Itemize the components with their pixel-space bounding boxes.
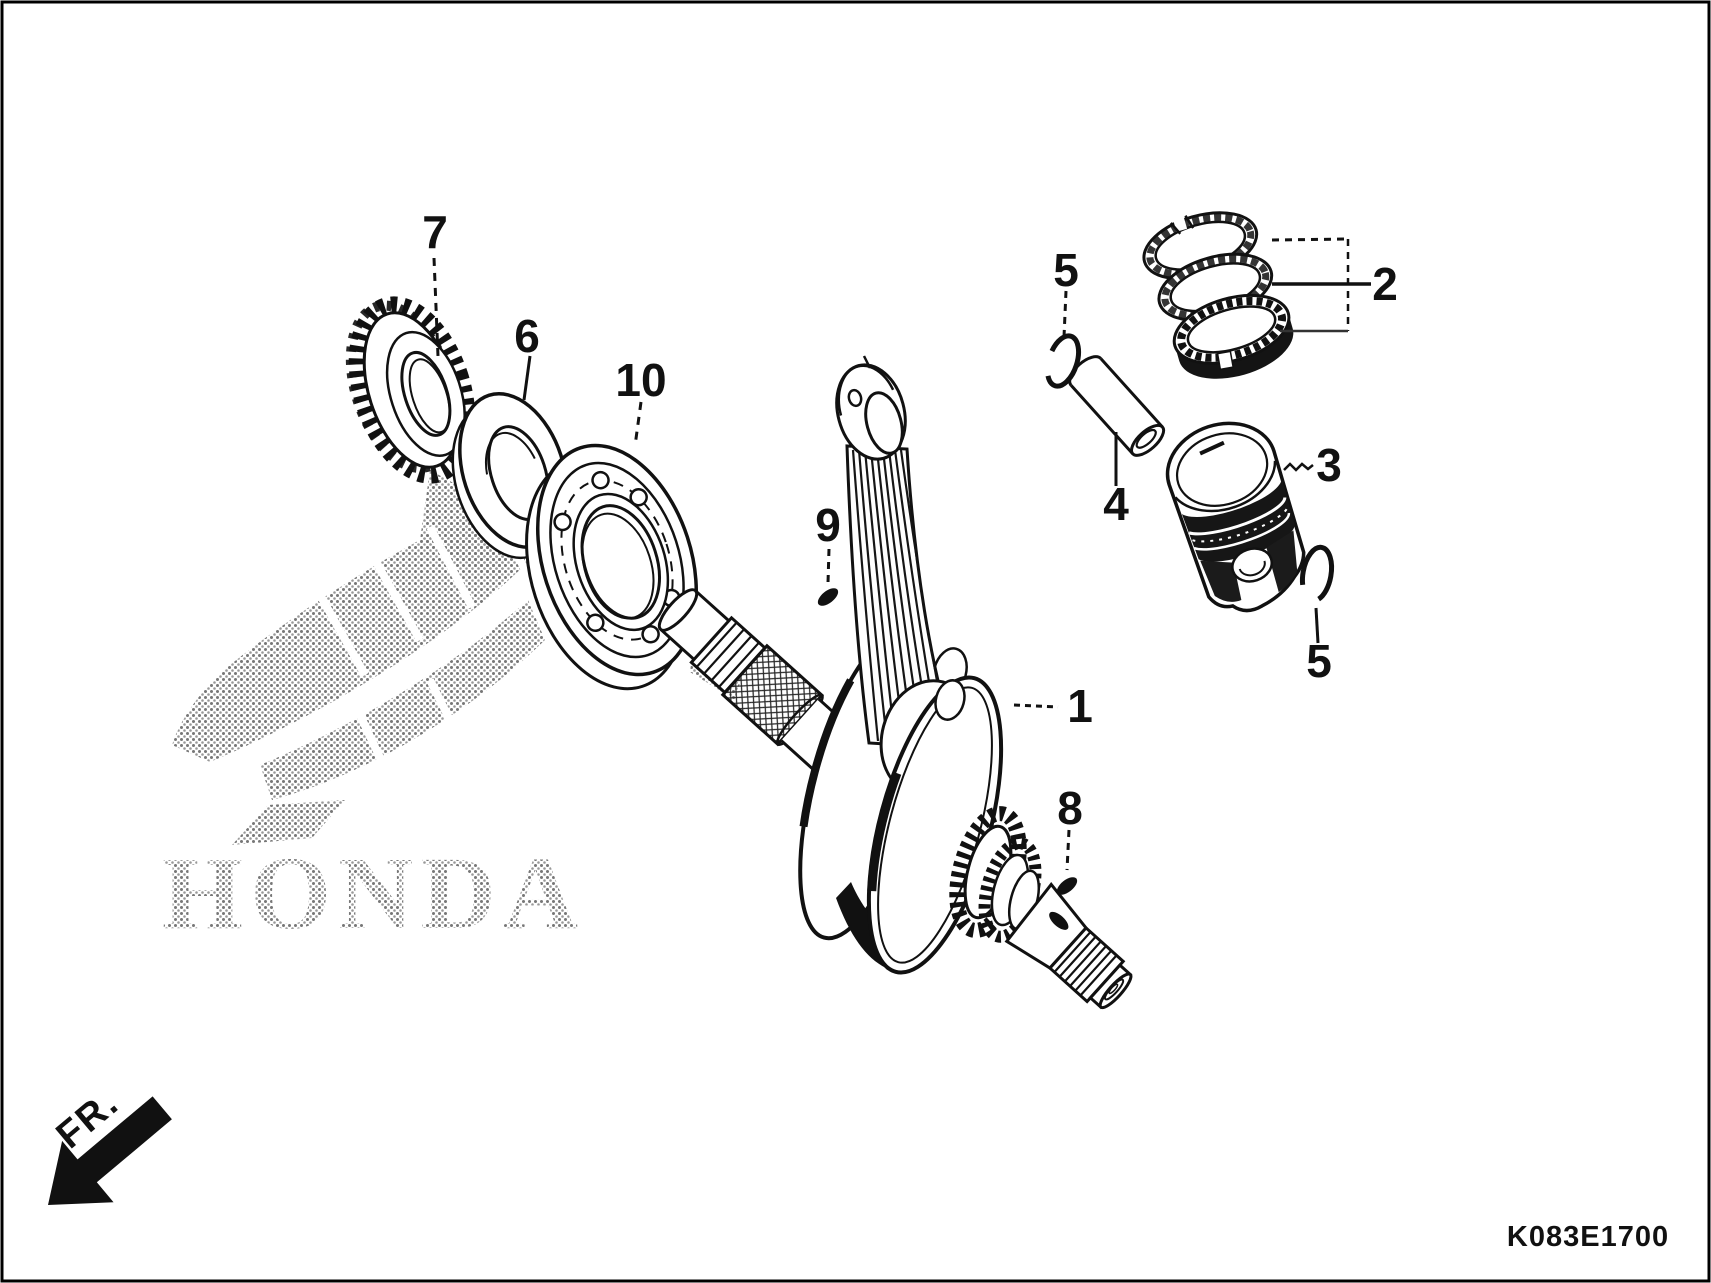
shaft-collar-ribs (696, 622, 760, 688)
piston-crown (1175, 432, 1269, 507)
callout-labels: 7 6 10 9 1 8 5 4 2 3 5 (422, 206, 1398, 834)
circlip-lower (1299, 544, 1335, 604)
web-pin-boss (934, 679, 966, 721)
callout-10: 10 (615, 354, 666, 406)
callout-5-lower: 5 (1306, 635, 1332, 687)
diagram-code: K083E1700 (1507, 1221, 1669, 1253)
bearing-cage (560, 479, 674, 641)
leader-5-lower (1314, 607, 1320, 644)
crank-right-shaft (949, 806, 1133, 1010)
keyway-slot (1049, 911, 1069, 930)
piston-drawing (1165, 421, 1306, 613)
piston-ring-set-drawing (1142, 211, 1294, 379)
crankshaft-webs-and-rod (796, 355, 1004, 976)
front-arrow-icon (48, 1096, 172, 1205)
circlip-upper (1044, 333, 1082, 389)
callout-3: 3 (1316, 439, 1342, 491)
leader-7 (432, 257, 440, 357)
callout-8: 8 (1057, 782, 1083, 834)
leader-8 (1065, 829, 1071, 871)
wing-band-lower (260, 600, 545, 800)
callout-4: 4 (1103, 478, 1129, 530)
gear-teeth (348, 296, 476, 484)
callout-1: 1 (1067, 680, 1093, 732)
leader-10 (633, 401, 643, 447)
bearing-drawing (525, 443, 699, 691)
callout-7: 7 (422, 206, 448, 258)
pin-bore (1135, 428, 1157, 449)
callout-6: 6 (514, 310, 540, 362)
leader-6 (522, 355, 532, 401)
leader-lines (432, 237, 1371, 871)
ring-grooves (1181, 477, 1295, 562)
rod-oil-hole (847, 388, 863, 408)
shaft-tip (657, 588, 699, 632)
rod-small-end-bore (864, 391, 904, 455)
honda-watermark-text: HONDA (162, 836, 582, 951)
thread-ridges (1054, 931, 1117, 996)
leader-1 (1013, 703, 1059, 709)
woodruff-key-lower (1056, 877, 1078, 895)
oil-ring (1172, 293, 1294, 379)
leader-3 (1283, 462, 1314, 472)
callout-9: 9 (815, 499, 841, 551)
piston-pin-drawing (1068, 355, 1166, 457)
woodruff-key-upper (817, 588, 839, 606)
leader-2-bracket (1271, 237, 1371, 333)
wing-tail (232, 800, 345, 845)
leader-9 (826, 548, 831, 584)
callout-2: 2 (1372, 258, 1398, 310)
ring-gap (1216, 350, 1235, 371)
primary-gear-drawing (345, 296, 476, 484)
callout-5-upper: 5 (1053, 244, 1079, 296)
crank-shaft-end (1004, 882, 1133, 1010)
